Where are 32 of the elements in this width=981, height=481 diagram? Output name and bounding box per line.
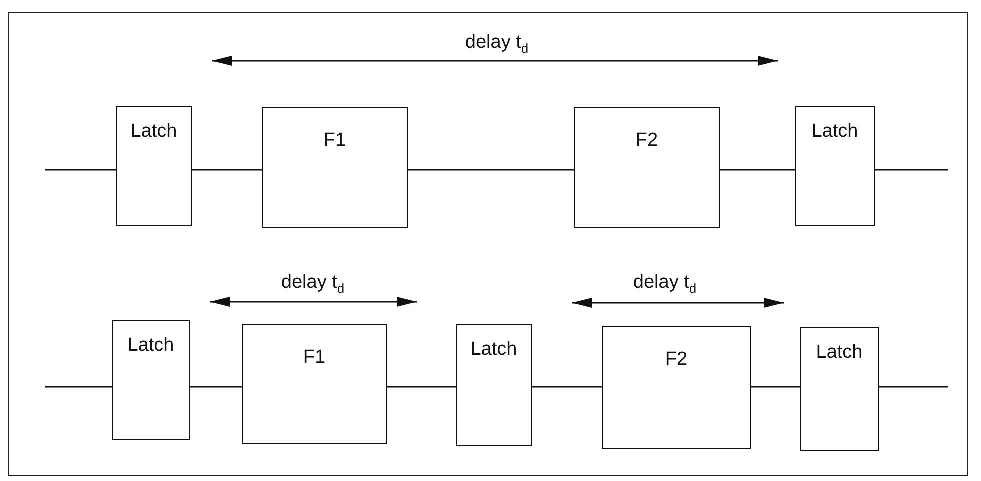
connector-line [190,386,242,388]
block-box [795,106,875,226]
block-box [456,324,532,446]
block-box [574,107,720,228]
block-label: Latch [130,121,178,143]
block-label: Latch [815,342,864,364]
connector-line [45,386,112,388]
connector-line [192,169,262,171]
delay-label: delay t$_{d}$ [465,32,529,58]
block-label: F1 [322,130,348,152]
connector-line [875,169,948,171]
connector-line [532,386,602,388]
connector-line [879,386,948,388]
block-label: F1 [302,347,327,369]
block-box [800,327,879,451]
block-box [112,320,190,440]
connector-line [408,169,574,171]
block-box [242,324,387,444]
connector-line [45,169,116,171]
block-box [116,106,192,226]
block-label: F2 [634,130,660,152]
block-label: Latch [810,121,860,143]
block-box [262,107,408,228]
delay-label: delay t$_{d}$ [633,272,697,298]
block-label: Latch [126,335,176,357]
connector-line [751,386,800,388]
block-label: F2 [664,349,689,371]
block-box [602,326,751,449]
connector-line [720,169,795,171]
connector-line [387,386,456,388]
delay-label: delay t$_{d}$ [281,272,345,298]
block-label: Latch [470,339,518,361]
